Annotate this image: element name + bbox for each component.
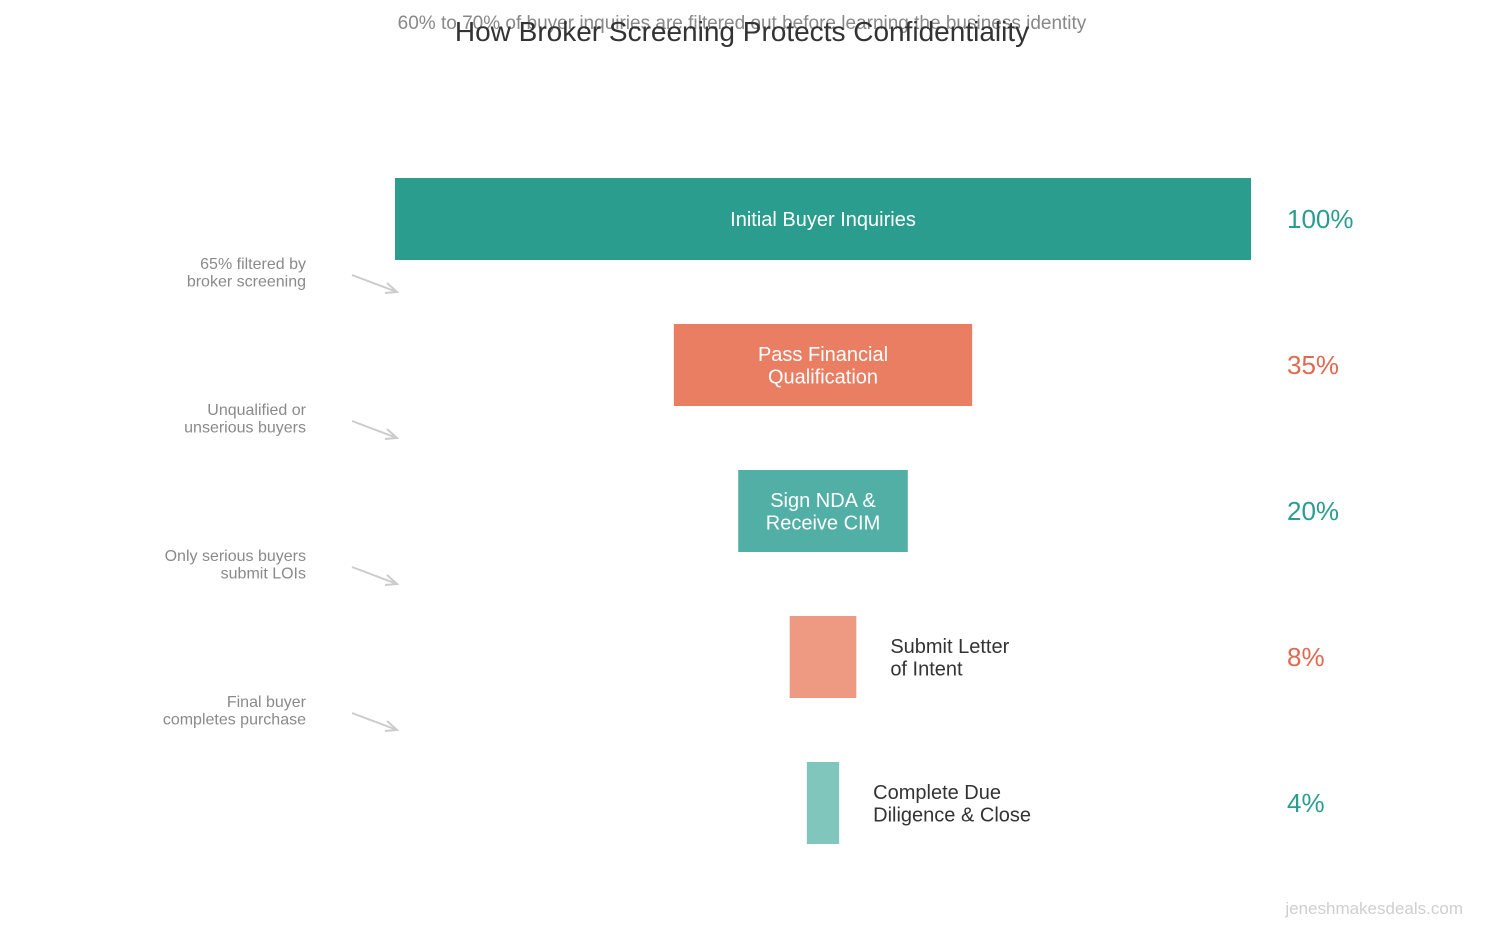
value-label: 35%	[1287, 350, 1339, 380]
value-label: 8%	[1287, 642, 1325, 672]
annotation-text: submit LOIs	[221, 566, 306, 583]
stage-label: Receive CIM	[766, 512, 880, 534]
stage-label: Qualification	[768, 366, 878, 388]
annotation-text: completes purchase	[163, 712, 306, 729]
funnel-marks: Initial Buyer Inquiries 100% 65% filtered …	[163, 176, 1354, 846]
stage-label: Diligence & Close	[873, 804, 1031, 826]
annotation-text: Unqualified or	[207, 402, 306, 419]
chart-subtitle: 60% to 70% of buyer inquiries are filter…	[398, 13, 1087, 34]
funnel-bar	[393, 176, 1253, 262]
stage-label: Initial Buyer Inquiries	[730, 209, 916, 231]
stage-label: Complete Due	[873, 782, 1001, 804]
value-label: 100%	[1287, 204, 1354, 234]
stage-label: Sign NDA &	[770, 490, 876, 512]
annotation-arrow	[351, 420, 398, 439]
arrow-head	[384, 282, 400, 294]
funnel-bar	[671, 322, 975, 408]
annotation-arrow	[351, 712, 398, 731]
arrow-head	[384, 428, 400, 440]
arrow-head	[384, 720, 400, 732]
chart-title: How Broker Screening Protects Confidenti…	[455, 16, 1029, 47]
annotation-arrow	[351, 566, 398, 585]
annotation-text: Final buyer	[227, 694, 307, 711]
value-label: 20%	[1287, 496, 1339, 526]
annotation-text: Only serious buyers	[165, 548, 306, 565]
watermark-text: jeneshmakesdeals.com	[1284, 899, 1463, 918]
annotation-text: 65% filtered by	[200, 256, 306, 273]
annotation-text: unserious buyers	[184, 420, 306, 437]
funnel-bar	[804, 760, 842, 846]
value-label: 4%	[1287, 788, 1325, 818]
annotation-arrow	[351, 274, 398, 293]
stage-label: Pass Financial	[758, 344, 888, 366]
annotation-text: broker screening	[187, 274, 306, 291]
arrow-head	[384, 574, 400, 586]
funnel-bar	[787, 614, 859, 700]
funnel-bar	[736, 468, 910, 554]
stage-label: of Intent	[890, 658, 963, 680]
stage-label: Submit Letter	[890, 636, 1009, 658]
